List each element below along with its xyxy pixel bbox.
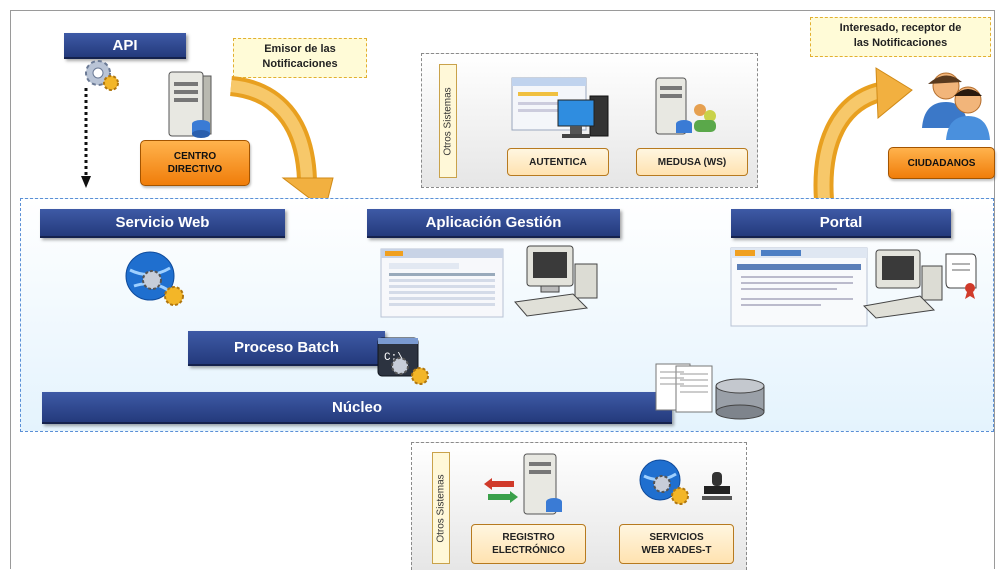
portal-computer-icon bbox=[862, 249, 943, 319]
ciudadanos-box: CIUDADANOS bbox=[888, 147, 995, 179]
proceso-batch-label: Proceso Batch bbox=[233, 339, 340, 356]
nucleo-label: Núcleo bbox=[331, 398, 382, 416]
emitter-note: Emisor de las Notificaciones bbox=[233, 38, 367, 78]
emitter-note-line1: Emisor de las bbox=[264, 43, 336, 55]
servicios-line1: SERVICIOS bbox=[649, 532, 704, 543]
gear-icon bbox=[85, 60, 119, 91]
recipient-note-line2: las Notificaciones bbox=[853, 37, 948, 49]
gestion-screenshot-icon bbox=[380, 248, 504, 318]
aplicacion-gestion-label: Aplicación Gestión bbox=[425, 214, 562, 231]
top-systems-side-text: Otros Sistemas bbox=[442, 86, 454, 156]
api-bar: API bbox=[64, 33, 186, 59]
users-icon bbox=[922, 72, 990, 140]
recipient-note: Interesado, receptor de las Notificacion… bbox=[810, 17, 991, 57]
ciudadanos-label: CIUDADANOS bbox=[907, 157, 976, 169]
portal-bar: Portal bbox=[731, 209, 951, 238]
centro-directivo-line1: CENTRO bbox=[173, 151, 217, 162]
portal-screenshot-icon bbox=[730, 247, 868, 327]
centro-directivo-line2: DIRECTIVO bbox=[167, 164, 223, 175]
batch-console-icon: C:\ bbox=[377, 337, 429, 385]
computer-icon bbox=[514, 245, 598, 317]
servicios-xades-box: SERVICIOS WEB XADES-T bbox=[619, 524, 734, 564]
xades-globe-gear-icon bbox=[639, 459, 689, 505]
registro-server-icon bbox=[523, 453, 562, 515]
api-label: API bbox=[112, 36, 138, 54]
autentica-label: AUTENTICA bbox=[529, 156, 587, 168]
api-dotted-arrow bbox=[81, 88, 91, 188]
recipient-note-line1: Interesado, receptor de bbox=[839, 22, 962, 34]
proceso-batch-bar: Proceso Batch bbox=[188, 331, 385, 366]
certificate-icon bbox=[945, 253, 977, 299]
centro-directivo-box: CENTRO DIRECTIVO bbox=[140, 140, 250, 186]
exchange-arrows-icon bbox=[484, 478, 518, 503]
registro-box: REGISTRO ELECTRÓNICO bbox=[471, 524, 586, 564]
bottom-systems-side-text: Otros Sistemas bbox=[435, 473, 447, 543]
server-icon bbox=[168, 71, 212, 138]
portal-label: Portal bbox=[819, 214, 863, 231]
emitter-note-line2: Notificaciones bbox=[262, 58, 338, 70]
bottom-systems-side-label: Otros Sistemas bbox=[432, 452, 450, 564]
stamp-icon bbox=[702, 472, 732, 500]
registro-line1: REGISTRO bbox=[502, 532, 555, 543]
top-systems-side-label: Otros Sistemas bbox=[439, 64, 457, 178]
medusa-server-icon bbox=[655, 77, 716, 135]
documents-icon bbox=[655, 363, 713, 413]
autentica-screen-icon bbox=[511, 77, 609, 138]
medusa-label: MEDUSA (WS) bbox=[657, 156, 727, 168]
autentica-box: AUTENTICA bbox=[507, 148, 609, 176]
registro-line2: ELECTRÓNICO bbox=[492, 545, 565, 556]
aplicacion-gestion-bar: Aplicación Gestión bbox=[367, 209, 620, 238]
database-icon bbox=[715, 378, 765, 420]
servicio-web-bar: Servicio Web bbox=[40, 209, 285, 238]
nucleo-bar: Núcleo bbox=[42, 392, 672, 424]
diagram-frame bbox=[10, 10, 995, 569]
globe-gear-icon bbox=[125, 251, 184, 306]
curved-arrow-recipient bbox=[813, 67, 913, 201]
servicios-line2: WEB XADES-T bbox=[641, 545, 712, 556]
servicio-web-label: Servicio Web bbox=[115, 214, 210, 231]
medusa-box: MEDUSA (WS) bbox=[636, 148, 748, 176]
